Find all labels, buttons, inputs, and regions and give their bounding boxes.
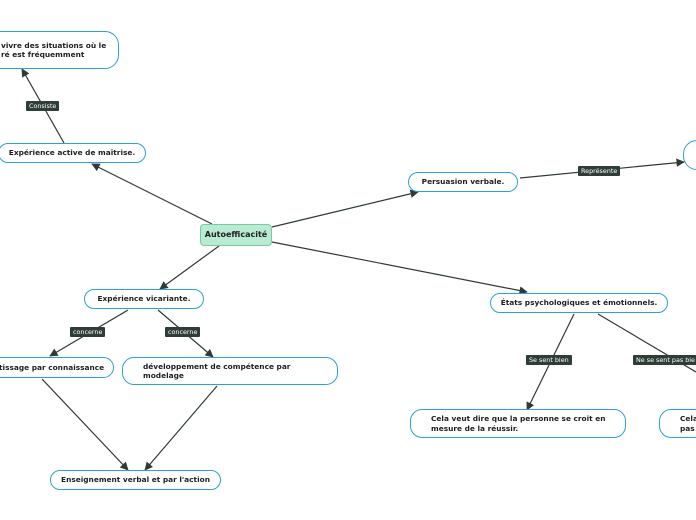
edge-apprentissage-enseignement [41, 378, 129, 471]
node-enseignement-verbal[interactable]: Enseignement verbal et par l'action [50, 470, 221, 490]
link-label-concerne-right: concerne [165, 327, 201, 338]
node-label: Expérience active de maîtrise. [8, 148, 136, 158]
node-label: Expérience vicariante. [97, 294, 191, 304]
node-cela-pas[interactable]: Cela pas [659, 409, 696, 438]
root-node-label: Autoefficacité [204, 230, 268, 239]
edge-root-persuasion [271, 189, 419, 228]
link-label-ne-se-sent-pas-bien: Ne se sent pas bie [633, 355, 696, 366]
link-label-consiste: Consiste [26, 101, 60, 112]
node-label: vivre des situations où le ré est fréque… [1, 40, 107, 59]
node-label: tissage par connaissance [0, 362, 105, 372]
node-etats-psychologiques[interactable]: États psychologiques et émotionnels. [490, 293, 668, 313]
root-node-autoefficacite[interactable]: Autoefficacité [200, 224, 272, 246]
edge-root-vicariante [159, 245, 220, 290]
node-vivre-des-situations[interactable]: vivre des situations où le ré est fréque… [0, 31, 119, 69]
node-apprentissage-par-connaissance[interactable]: tissage par connaissance [0, 357, 114, 378]
edge-root-maitrise [91, 163, 213, 225]
node-label: développement de compétence par modelage [143, 361, 291, 380]
node-label: États psychologiques et émotionnels. [500, 298, 658, 308]
node-label: Cela pas [680, 414, 696, 433]
link-label-se-sent-bien: Se sent bien [526, 355, 572, 366]
link-label-concerne-left: concerne [70, 327, 106, 338]
node-persuasion-verbale[interactable]: Persuasion verbale. [408, 172, 518, 192]
node-label: Cela veut dire que la personne se croit … [431, 414, 606, 433]
edge-developpement-enseignement [144, 385, 218, 471]
node-experience-vicariante[interactable]: Expérience vicariante. [84, 289, 204, 309]
node-label: Enseignement verbal et par l'action [61, 475, 210, 485]
link-label-represente: Représente [578, 166, 621, 177]
node-label: Persuasion verbale. [421, 177, 505, 187]
node-developpement-de-competence[interactable]: développement de compétence par modelage [122, 357, 338, 385]
node-personne-se-croit-capable[interactable]: Cela veut dire que la personne se croit … [410, 409, 626, 438]
edge-root-etats [271, 241, 528, 295]
node-experience-active-de-maitrise[interactable]: Expérience active de maîtrise. [0, 143, 146, 163]
